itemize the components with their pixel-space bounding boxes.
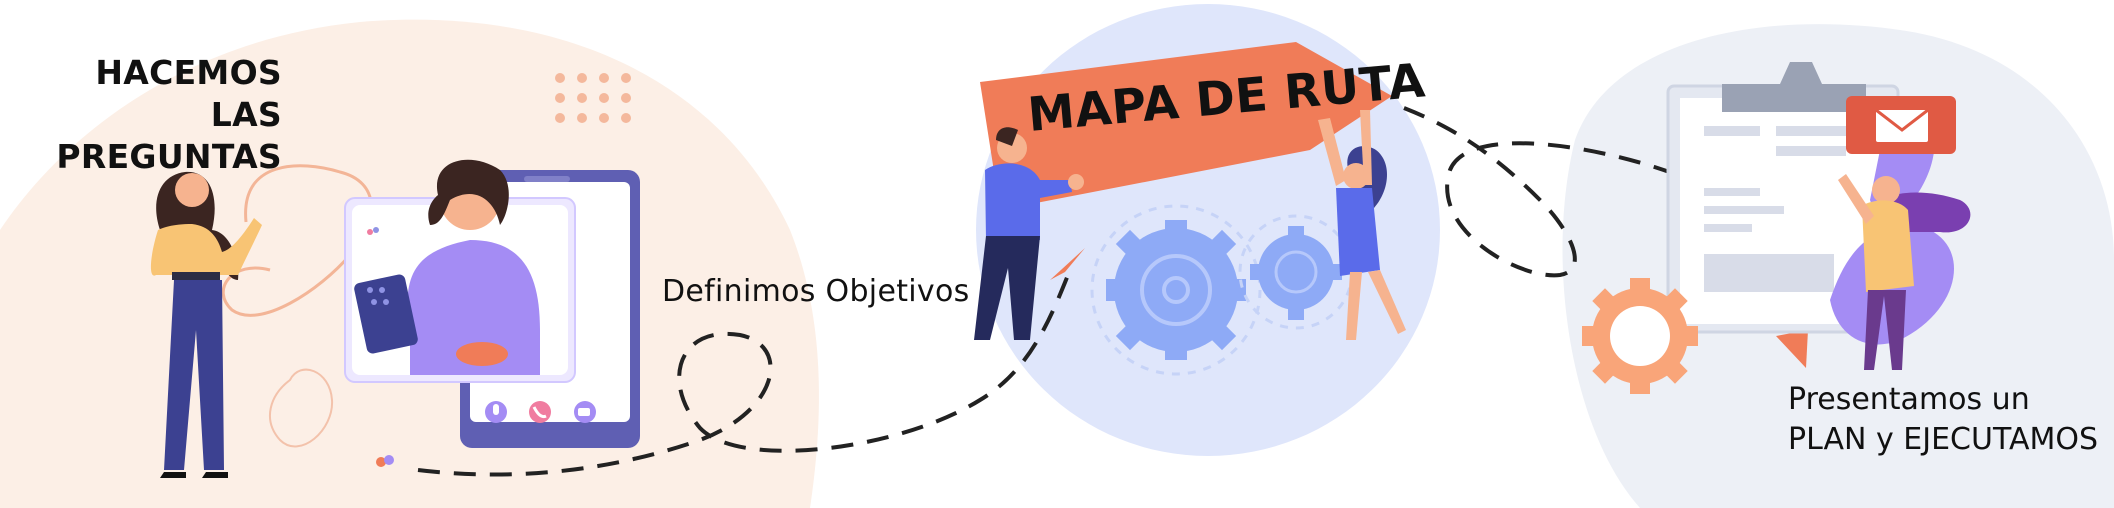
- paper-plane-icon-2: [1776, 330, 1808, 368]
- woman-holding-banner: [1318, 110, 1406, 340]
- step1-line1: HACEMOS: [95, 53, 282, 92]
- dashed-path-1: [417, 269, 1072, 477]
- step3-line1: Presentamos un: [1788, 382, 2030, 417]
- man-holding-banner: [974, 127, 1084, 340]
- step2-label: Definimos Objetivos: [662, 274, 970, 309]
- roadmap-arrow-banner: [980, 42, 1392, 210]
- step1-label: HACEMOS LAS PREGUNTAS: [0, 52, 282, 178]
- phone-icon[interactable]: [529, 401, 551, 423]
- dots-grid: [555, 73, 631, 123]
- gear-icon-orange: [1582, 278, 1698, 394]
- small-scribble: [269, 368, 334, 448]
- step1-line2: LAS PREGUNTAS: [56, 95, 282, 176]
- gear-icon: [1090, 204, 1354, 376]
- step3-label: Presentamos un PLAN y EJECUTAMOS: [1788, 380, 2098, 460]
- step3-line2: PLAN y EJECUTAMOS: [1788, 422, 2099, 457]
- woman-on-screen: [354, 159, 540, 375]
- woman-with-mail: [1830, 96, 1971, 370]
- woman-standing: [150, 171, 262, 478]
- paper-plane-icon: [1050, 248, 1085, 280]
- dashed-path-2: [1403, 106, 1794, 331]
